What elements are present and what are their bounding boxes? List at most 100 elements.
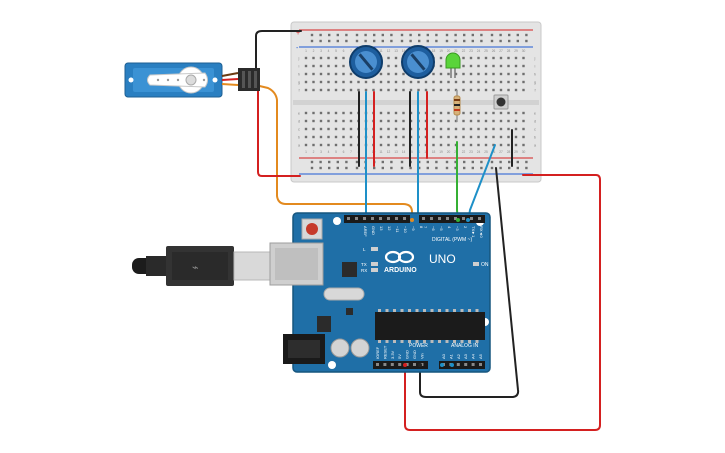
breadboard-hole[interactable] <box>349 119 353 123</box>
rail-hole[interactable] <box>381 39 384 43</box>
breadboard-hole[interactable] <box>522 80 525 84</box>
rail-hole[interactable] <box>345 33 348 37</box>
breadboard-hole[interactable] <box>312 111 315 115</box>
breadboard-hole[interactable] <box>394 80 398 84</box>
breadboard-hole[interactable] <box>304 119 308 123</box>
header-pin[interactable] <box>390 363 394 366</box>
breadboard-hole[interactable] <box>432 135 435 139</box>
breadboard-hole[interactable] <box>424 80 428 84</box>
breadboard-hole[interactable] <box>342 119 345 123</box>
rail-hole[interactable] <box>400 33 404 37</box>
breadboard-hole[interactable] <box>477 119 480 123</box>
breadboard-hole[interactable] <box>447 119 450 123</box>
breadboard-hole[interactable] <box>312 72 315 76</box>
header-pin[interactable] <box>379 217 382 220</box>
breadboard-hole[interactable] <box>364 80 368 84</box>
rail-hole[interactable] <box>390 33 393 37</box>
breadboard-hole[interactable] <box>334 88 338 92</box>
breadboard-hole[interactable] <box>454 127 458 131</box>
breadboard-hole[interactable] <box>319 111 323 115</box>
breadboard-hole[interactable] <box>409 88 413 92</box>
rail-hole[interactable] <box>445 166 449 170</box>
breadboard-hole[interactable] <box>312 119 315 123</box>
breadboard-hole[interactable] <box>304 143 308 147</box>
rail-hole[interactable] <box>345 166 348 170</box>
breadboard-hole[interactable] <box>462 80 465 84</box>
breadboard-hole[interactable] <box>484 80 488 84</box>
rail-hole[interactable] <box>328 39 331 43</box>
rail-hole[interactable] <box>445 160 449 164</box>
breadboard-hole[interactable] <box>484 72 488 76</box>
breadboard-hole[interactable] <box>439 56 443 60</box>
breadboard-hole[interactable] <box>454 119 458 123</box>
rail-hole[interactable] <box>471 160 474 164</box>
breadboard-hole[interactable] <box>334 111 338 115</box>
breadboard-hole[interactable] <box>319 88 323 92</box>
header-pin[interactable] <box>413 363 416 366</box>
breadboard-hole[interactable] <box>462 127 465 131</box>
breadboard-hole[interactable] <box>507 127 510 131</box>
breadboard-hole[interactable] <box>364 88 368 92</box>
rail-hole[interactable] <box>418 39 421 43</box>
breadboard-hole[interactable] <box>312 80 315 84</box>
breadboard-hole[interactable] <box>402 88 405 92</box>
breadboard-hole[interactable] <box>469 88 473 92</box>
rail-hole[interactable] <box>454 39 457 43</box>
breadboard-hole[interactable] <box>417 80 420 84</box>
rail-hole[interactable] <box>319 39 322 43</box>
breadboard-hole[interactable] <box>507 119 510 123</box>
breadboard-hole[interactable] <box>492 143 495 147</box>
breadboard-hole[interactable] <box>432 111 435 115</box>
breadboard-hole[interactable] <box>439 143 443 147</box>
breadboard-hole[interactable] <box>394 127 398 131</box>
breadboard-hole[interactable] <box>327 72 330 76</box>
breadboard-hole[interactable] <box>349 111 353 115</box>
breadboard-hole[interactable] <box>507 88 510 92</box>
rail-hole[interactable] <box>525 166 528 170</box>
breadboard-hole[interactable] <box>319 119 323 123</box>
breadboard-hole[interactable] <box>379 127 383 131</box>
header-pin[interactable] <box>446 217 449 220</box>
breadboard-hole[interactable] <box>454 72 458 76</box>
breadboard-hole[interactable] <box>514 143 518 147</box>
breadboard-hole[interactable] <box>387 56 390 60</box>
rail-hole[interactable] <box>499 166 502 170</box>
breadboard-hole[interactable] <box>439 72 443 76</box>
breadboard-hole[interactable] <box>507 72 510 76</box>
header-pin[interactable] <box>464 363 468 366</box>
header-pin[interactable] <box>395 217 398 220</box>
rail-hole[interactable] <box>364 39 367 43</box>
breadboard-hole[interactable] <box>507 143 510 147</box>
rail-hole[interactable] <box>426 39 429 43</box>
header-pin[interactable] <box>405 363 409 366</box>
breadboard-hole[interactable] <box>499 88 503 92</box>
breadboard-hole[interactable] <box>439 88 443 92</box>
breadboard-hole[interactable] <box>349 88 353 92</box>
breadboard-hole[interactable] <box>327 80 330 84</box>
rail-hole[interactable] <box>355 166 359 170</box>
breadboard-hole[interactable] <box>462 72 465 76</box>
breadboard-hole[interactable] <box>499 72 503 76</box>
rail-hole[interactable] <box>418 166 421 170</box>
breadboard-hole[interactable] <box>327 127 330 131</box>
rail-hole[interactable] <box>480 39 483 43</box>
rail-hole[interactable] <box>390 166 393 170</box>
rail-hole[interactable] <box>381 33 384 37</box>
breadboard-hole[interactable] <box>342 135 345 139</box>
breadboard-hole[interactable] <box>334 143 338 147</box>
breadboard-hole[interactable] <box>499 64 503 68</box>
rail-hole[interactable] <box>463 33 466 37</box>
breadboard-hole[interactable] <box>514 119 518 123</box>
rail-hole[interactable] <box>454 33 457 37</box>
breadboard-hole[interactable] <box>357 88 360 92</box>
breadboard-hole[interactable] <box>394 111 398 115</box>
breadboard-hole[interactable] <box>469 56 473 60</box>
header-pin[interactable] <box>462 217 465 220</box>
resistor[interactable] <box>453 90 461 122</box>
breadboard-hole[interactable] <box>402 143 405 147</box>
breadboard-hole[interactable] <box>402 111 405 115</box>
breadboard-hole[interactable] <box>387 88 390 92</box>
breadboard-hole[interactable] <box>342 143 345 147</box>
breadboard-hole[interactable] <box>432 80 435 84</box>
header-pin[interactable] <box>438 217 441 220</box>
